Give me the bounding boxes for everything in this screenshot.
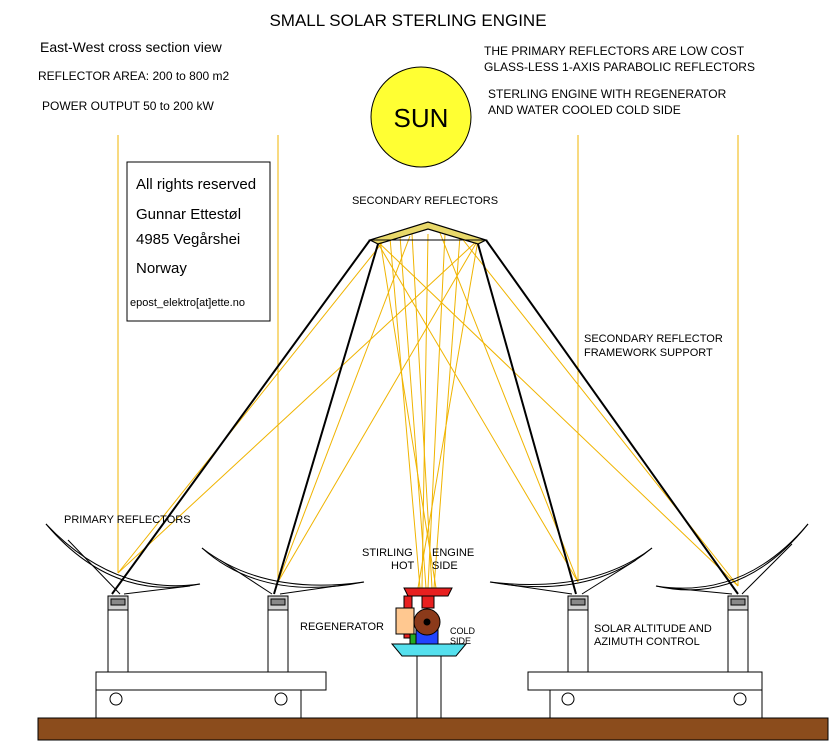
hot-label: HOT (391, 560, 415, 572)
reflector-area-label: REFLECTOR AREA: 200 to 800 m2 (38, 69, 230, 83)
engine-tower (390, 643, 468, 719)
engine-label: ENGINE (432, 547, 474, 559)
engine-note-line2: AND WATER COOLED COLD SIDE (488, 103, 681, 117)
primary-note-line1: THE PRIMARY REFLECTORS ARE LOW COST (484, 44, 745, 58)
cold-side-label: SIDE (450, 636, 471, 646)
support-left (95, 595, 327, 719)
copyright-box: All rights reserved Gunnar Ettestøl 4985… (126, 161, 271, 322)
incoming-rays (117, 135, 739, 586)
diagram-title: SMALL SOLAR STERLING ENGINE (269, 11, 546, 30)
copyright-line4: Norway (136, 260, 187, 277)
framework-label-line2: FRAMEWORK SUPPORT (584, 347, 713, 359)
primary-reflector-3 (489, 547, 653, 595)
support-right (527, 595, 763, 719)
sun (370, 66, 472, 168)
stirling-engine (395, 587, 453, 645)
secondary-reflectors-label: SECONDARY REFLECTORS (352, 195, 498, 207)
control-label-line2: AZIMUTH CONTROL (594, 636, 700, 648)
copyright-line1: All rights reserved (136, 176, 256, 193)
stirling-label: STIRLING (362, 547, 413, 559)
primary-note-line2: GLASS-LESS 1-AXIS PARABOLIC REFLECTORS (484, 60, 755, 74)
copyright-line2: Gunnar Ettestøl (136, 206, 241, 223)
hot-side-label: SIDE (432, 560, 458, 572)
primary-reflector-1 (45, 523, 201, 595)
primary-reflectors-label: PRIMARY REFLECTORS (64, 514, 191, 526)
primary-reflector-4 (655, 523, 809, 595)
power-output-label: POWER OUTPUT 50 to 200 kW (42, 99, 214, 113)
sun-label: SUN (394, 103, 449, 133)
copyright-line3: 4985 Vegårshei (136, 231, 240, 248)
view-label: East-West cross section view (40, 39, 223, 55)
framework-label-line1: SECONDARY REFLECTOR (584, 333, 723, 345)
secondary-framework (111, 239, 739, 595)
control-label-line1: SOLAR ALTITUDE AND (594, 623, 712, 635)
regenerator-label: REGENERATOR (300, 621, 384, 633)
reflected-rays (117, 232, 739, 587)
engine-note-line1: STERLING ENGINE WITH REGENERATOR (488, 87, 727, 101)
ground (37, 717, 829, 741)
secondary-reflector (368, 221, 488, 245)
primary-reflector-2 (201, 547, 365, 595)
copyright-line5: epost_elektro[at]ette.no (130, 297, 245, 309)
cold-label: COLD (450, 626, 476, 636)
focused-rays (379, 233, 479, 589)
